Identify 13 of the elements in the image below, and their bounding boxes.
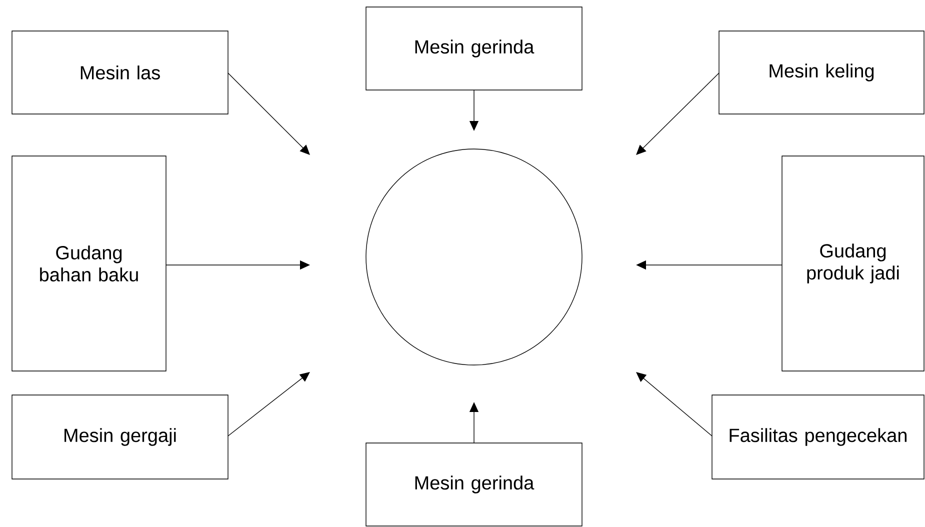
process-box: Mesin gergaji bbox=[12, 394, 228, 480]
process-box: Mesin gerinda bbox=[366, 6, 582, 90]
arrow bbox=[228, 72, 310, 155]
process-box: Gudang produk jadi bbox=[782, 156, 924, 372]
arrow bbox=[636, 372, 712, 436]
process-circle bbox=[366, 148, 582, 366]
process-box: Mesin las bbox=[12, 30, 228, 114]
process-box: Mesin keling bbox=[718, 30, 924, 114]
arrow bbox=[228, 372, 310, 436]
process-box: Fasilitas pengecekan bbox=[712, 394, 924, 480]
process-box: Gudang bahan baku bbox=[12, 156, 166, 372]
arrow bbox=[636, 72, 720, 155]
process-box: Mesin gerinda bbox=[366, 442, 582, 526]
